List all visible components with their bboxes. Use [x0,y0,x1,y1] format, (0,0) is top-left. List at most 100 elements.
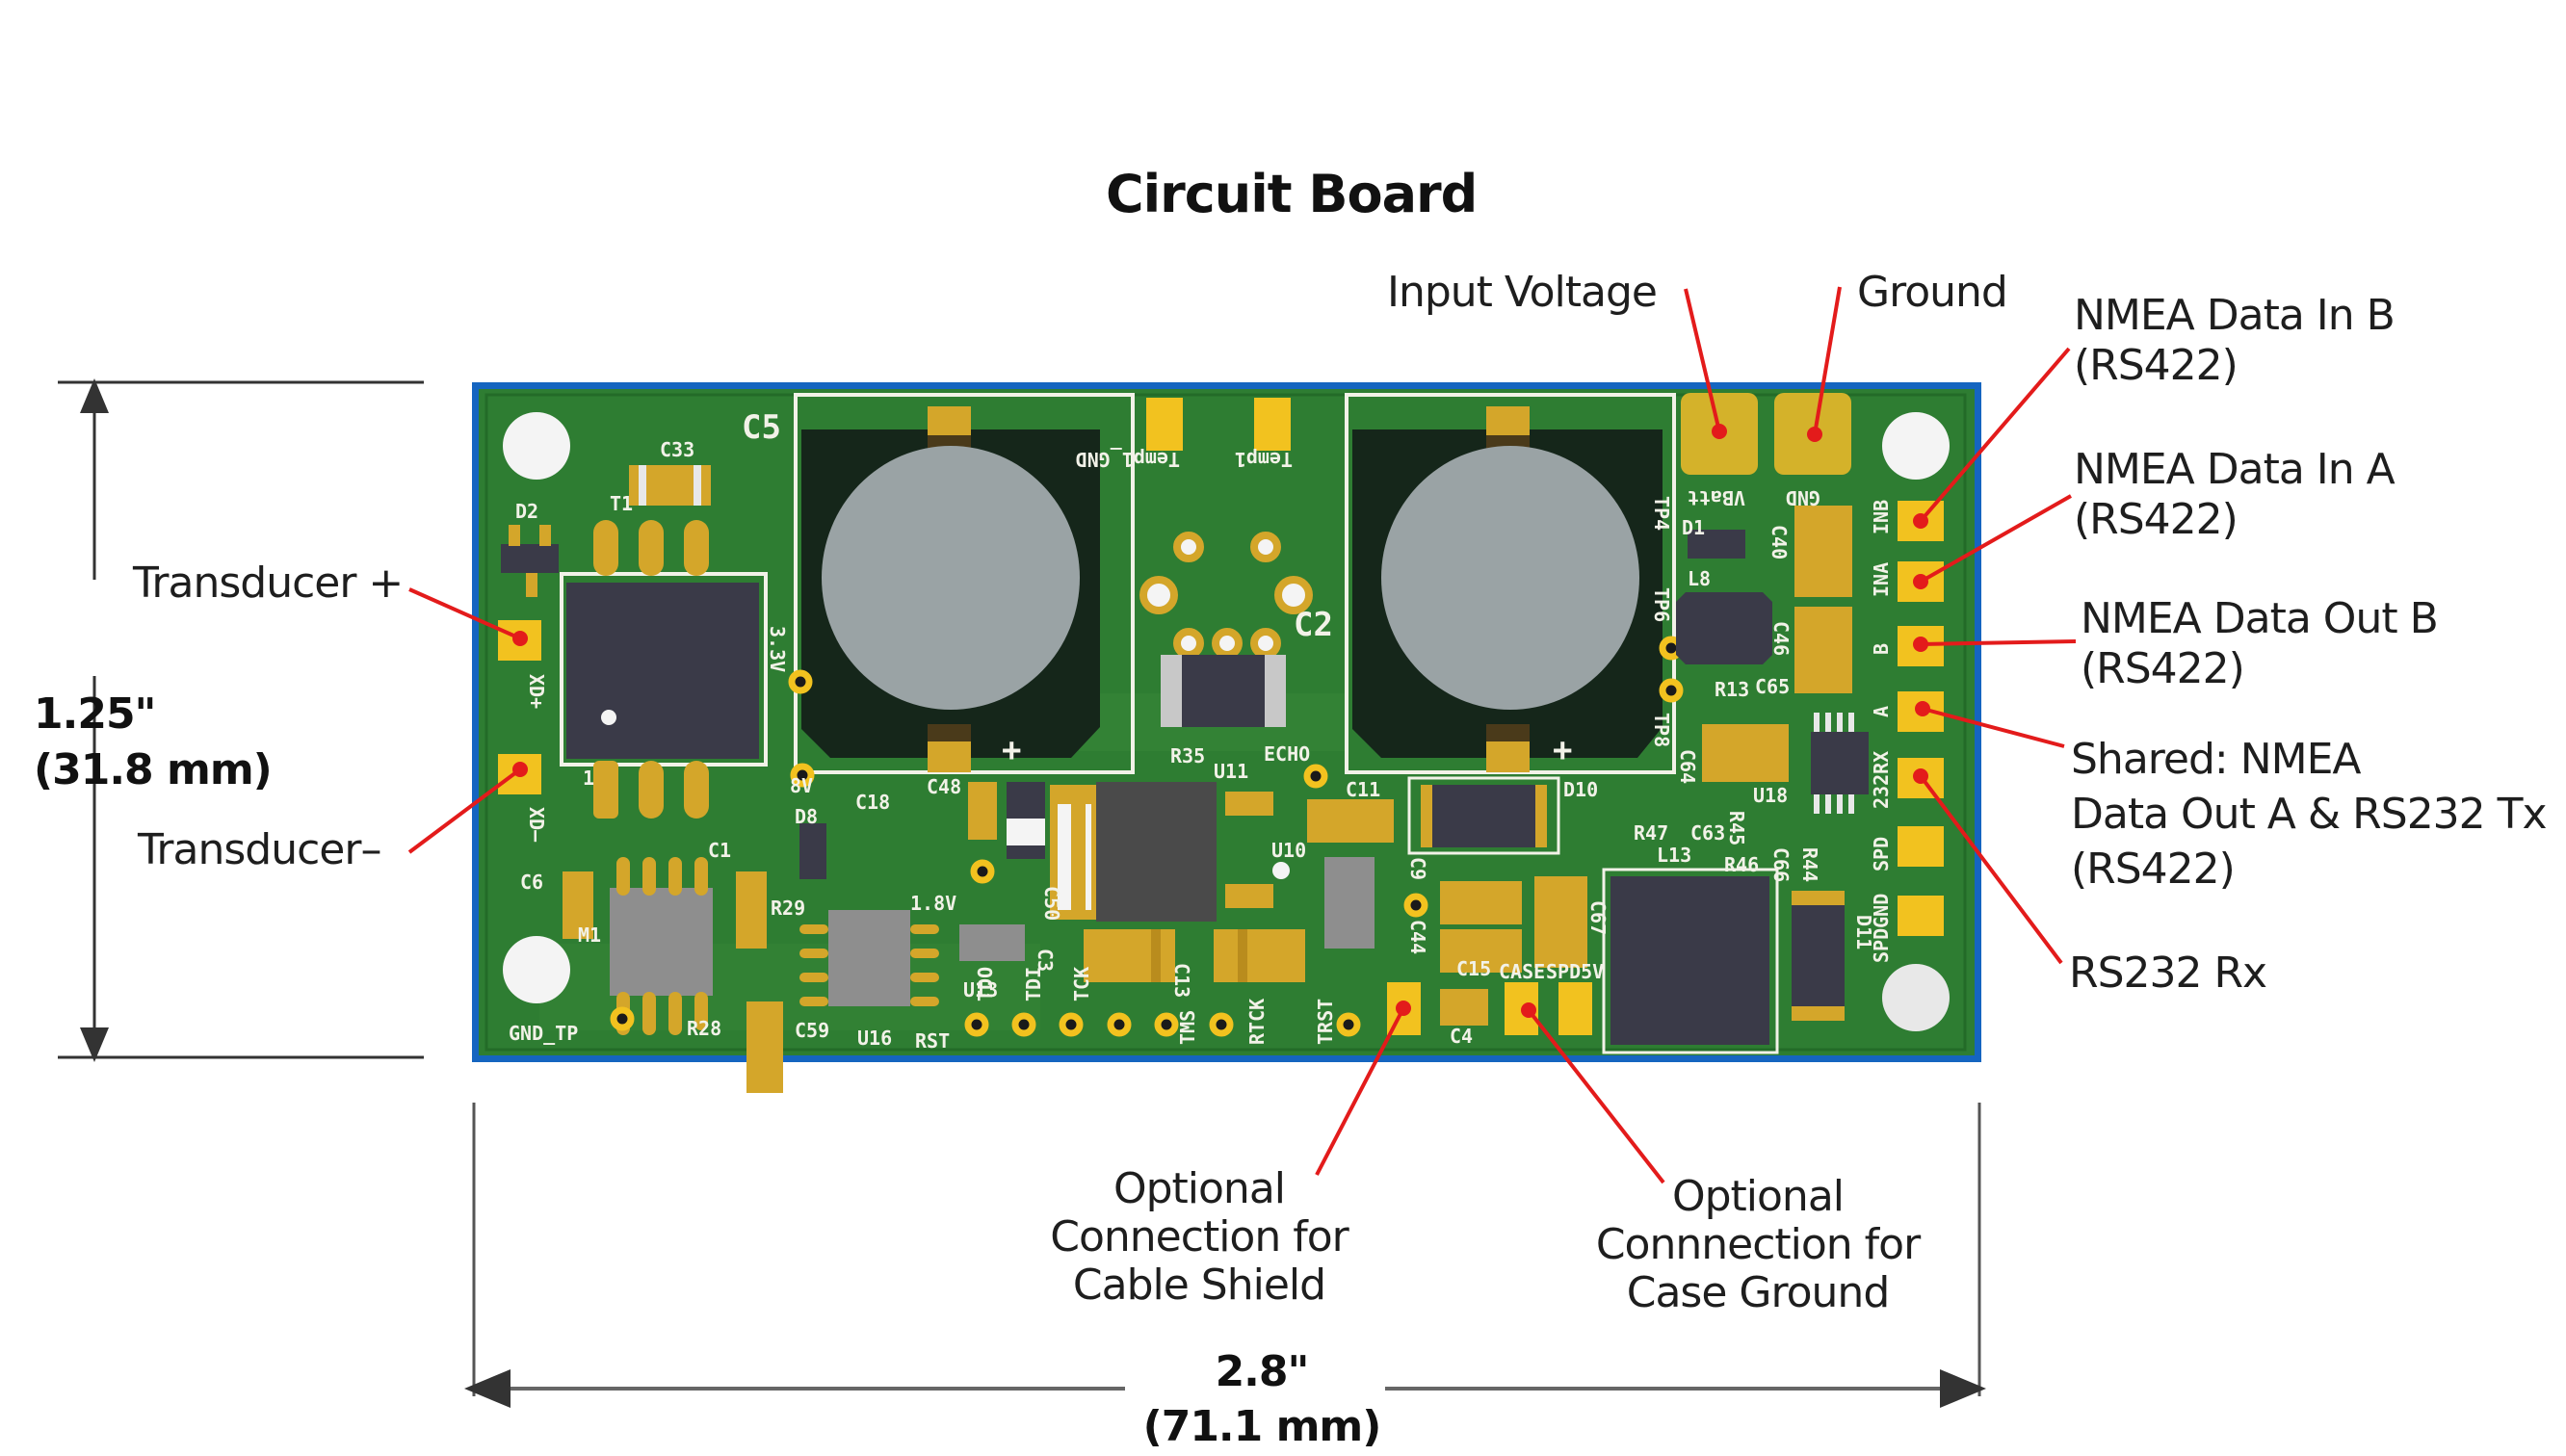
silk-d2: D2 [515,500,538,523]
label-cable-shield-line3: Cable Shield [1072,1261,1326,1310]
diode-d10 [1421,785,1546,847]
label-cable-shield: Optional Connection for Cable Shield [1021,1165,1377,1310]
capacitor-c9 [1440,881,1522,924]
silk-c9: C9 [1406,857,1429,880]
leader-dots [512,424,1930,1018]
silk-u16: U16 [857,1027,892,1050]
silk-vbatt: VBatt [1688,486,1745,509]
silk-tms: TMS [1176,1010,1199,1045]
silk-d8: D8 [795,805,818,828]
silk-spdgnd: SPDGND [1870,894,1893,963]
label-shared-line3: (RS422) [2071,845,2236,894]
silk-u13: U13 [963,978,998,1001]
silk-c18: C18 [855,791,890,814]
silk-c59: C59 [795,1019,829,1042]
silk-rtck: RTCK [1245,999,1269,1045]
silk-r44: R44 [1798,847,1821,882]
diode-d11 [1792,891,1845,1021]
silk-m1: M1 [578,923,601,947]
silk-232rx: 232RX [1870,751,1893,809]
label-nmea-out-b-line1: NMEA Data Out B [2081,594,2439,643]
label-case-ground-line2: Connnection for [1595,1220,1921,1269]
label-cable-shield-line1: Optional [1113,1164,1286,1213]
silk-gnd: GND [1786,486,1820,509]
silk-c6: C6 [520,871,543,894]
silk-8v: 8V [790,774,813,797]
silk-case: CASE [1499,960,1545,983]
leader-case-ground [1527,1008,1665,1184]
height-inches-label: 1.25" [34,689,156,739]
silk-r45: R45 [1725,811,1748,845]
inductor-l13 [1610,876,1769,1045]
leader-nmea-in-b [1919,347,2071,523]
silk-tp6: TP6 [1650,587,1673,622]
capacitor-c48 [968,782,997,840]
leader-nmea-in-a [1920,494,2072,584]
capacitor-c67 [1534,876,1587,968]
leader-lines [407,286,2077,1184]
silk-u11: U11 [1214,760,1248,783]
silk-c11: C11 [1346,778,1380,801]
label-transducer-minus: Transducer– [138,825,381,874]
silk-spd: SPD [1870,837,1893,871]
silk-echo: ECHO [1264,742,1310,766]
capacitor-c5: + [794,393,1135,774]
mounting-hole-bottom-right [1882,964,1950,1031]
leader-cable-shield [1315,1007,1405,1176]
silk-u10: U10 [1271,839,1306,862]
silk-l13: L13 [1657,844,1691,867]
capacitor-rtck [1214,929,1305,982]
silk-tck: TCK [1070,967,1093,1001]
pcb: + + [472,382,1981,1093]
silk-r35: R35 [1170,744,1205,767]
silk-c63: C63 [1690,821,1725,845]
label-shared-line1: Shared: NMEA [2071,735,2361,784]
silk-d1: D1 [1682,516,1705,539]
silk-u18: U18 [1753,784,1788,807]
label-transducer-plus: Transducer + [133,559,404,608]
silk-r28: R28 [687,1017,721,1040]
capacitor-c2: + [1345,393,1676,774]
pad-temp1 [1254,398,1291,451]
silk-c64: C64 [1676,749,1699,784]
leader-transducer-plus [408,587,521,640]
silk-c3: C3 [1034,949,1057,972]
capacitor-c13 [1084,929,1175,982]
silk-l8: L8 [1688,567,1711,590]
silk-c13: C13 [1170,963,1193,998]
pad-spd5v [1558,982,1592,1035]
regulator-u11 [1096,782,1217,922]
diode-d2 [501,544,559,573]
silk-c5: C5 [742,408,781,447]
label-nmea-in-b-line1: NMEA Data In B [2074,291,2396,340]
silk-b: B [1870,643,1893,655]
label-case-ground: Optional Connnection for Case Ground [1570,1173,1946,1317]
capacitor-c59 [746,1001,783,1093]
capacitor-c44 [1440,929,1522,973]
ic-u16 [828,910,910,1006]
silk-temp1: Temp1 [1235,448,1293,471]
label-case-ground-line1: Optional [1671,1172,1845,1221]
silk-pin-1: 1 [583,767,594,790]
silk-c2: C2 [1294,606,1333,644]
silk-c44: C44 [1406,920,1429,954]
silk-gnd-tp: GND_TP [509,1022,578,1045]
silk-spd5v: SPD5V [1546,960,1604,983]
ic-main-left [566,583,759,759]
mounting-hole-top-right [1882,412,1950,480]
mounting-hole-bottom-left [503,936,570,1003]
width-inches-label: 2.8" [1215,1347,1310,1396]
capacitor-c11 [1307,799,1394,843]
mounting-hole-top-left [503,412,570,480]
transformer-t1-pads [593,520,709,819]
silk-ina: INA [1870,562,1893,597]
silk-c48: C48 [927,775,961,798]
silk-c15: C15 [1456,957,1491,980]
silk-r29: R29 [771,897,805,920]
width-mm-label: (71.1 mm) [1142,1402,1382,1451]
mosfet-m1 [610,888,713,996]
silk-t1: T1 [610,492,633,515]
pad-spdgnd [1898,896,1944,936]
label-nmea-in-a-line1: NMEA Data In A [2074,445,2396,494]
